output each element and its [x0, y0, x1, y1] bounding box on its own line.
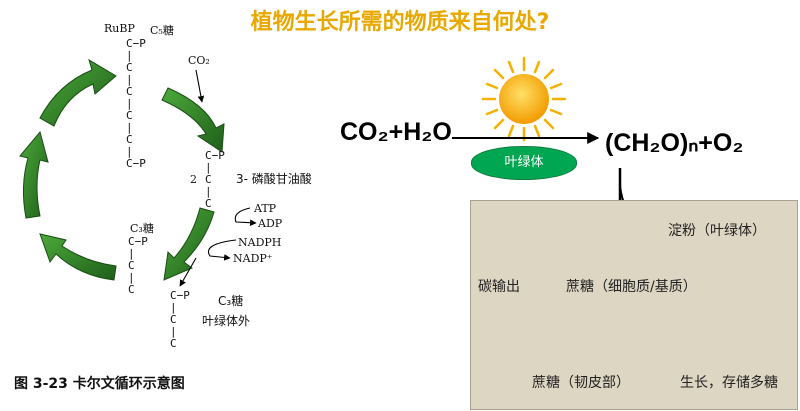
atp-adp-arrow [234, 207, 257, 226]
cycle-arrow-top-right [161, 87, 225, 153]
carbon-export-label: 碳输出 [478, 279, 520, 295]
figure-caption: 图 3-23 卡尔文循环示意图 [14, 376, 185, 392]
nadp-label: NADP⁺ [233, 252, 273, 265]
cycle-arrow-top-left [39, 58, 117, 127]
c5-chain: C−P | C | C | C | C | C−P [126, 37, 146, 170]
cycle-arrow-right [163, 207, 215, 281]
growth-storage-label: 生长，存储多糖 [680, 375, 778, 391]
co2-arrow [195, 69, 205, 103]
co2-label: CO₂ [188, 54, 210, 67]
starch-label: 淀粉（叶绿体） [668, 223, 766, 239]
page-title: 植物生长所需的物质来自何处? [250, 10, 550, 35]
cycle-arrow-bottom [39, 233, 117, 281]
chloroplast-badge: 叶绿体 [471, 146, 577, 180]
sucrose-phloem-label: 蔗糖（韧皮部） [532, 375, 630, 391]
pga-coefficient: 2 [190, 173, 197, 186]
rubp-label: RuBP [104, 22, 135, 35]
outside-chloroplast-label: 叶绿体外 [202, 314, 251, 328]
pga-label: 3- 磷酸甘油酸 [236, 172, 312, 186]
c3-left-chain: C−P | C | C [128, 235, 148, 296]
equation-right: (CH₂O)ₙ+O₂ [605, 129, 744, 157]
adp-label: ADP [258, 217, 283, 230]
equation-left: CO₂+H₂O [340, 118, 452, 146]
transport-box [470, 200, 798, 410]
nadph-nadp-arrow [208, 239, 237, 261]
pga-chain: C−P | C | C [205, 149, 225, 210]
c5-sugar-label: C₅糖 [150, 24, 174, 37]
nadph-label: NADPH [238, 236, 282, 249]
atp-label: ATP [254, 202, 277, 215]
c3-out-chain: C−P | C | C [170, 289, 190, 350]
sucrose-cytoplasm-label: 蔗糖（细胞质/基质） [566, 279, 697, 295]
c3-sugar-left-label: C₃糖 [130, 222, 154, 235]
cycle-arrow-left [19, 130, 49, 219]
c3-sugar-right-label: C₃糖 [218, 294, 244, 308]
c3-export-arrow [179, 257, 197, 287]
sun-icon [481, 56, 567, 142]
